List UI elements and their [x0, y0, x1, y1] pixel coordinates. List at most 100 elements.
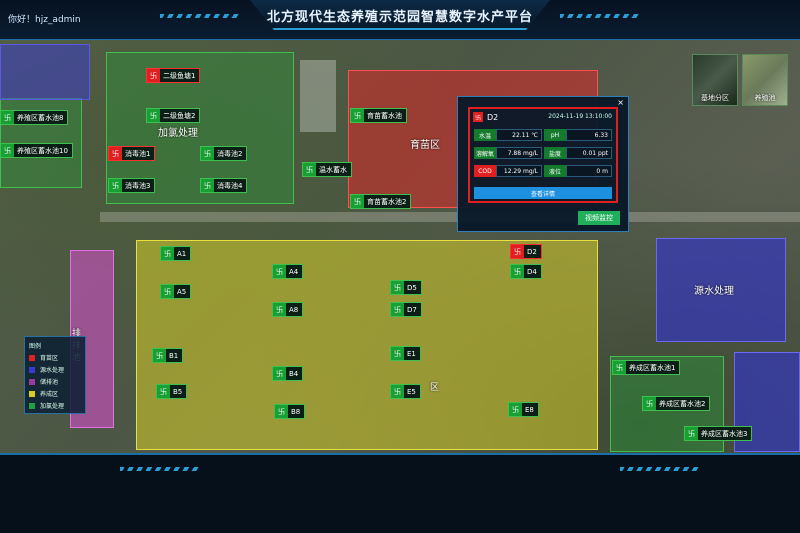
fish-icon: 卐 — [351, 195, 364, 208]
legend-item: 育苗区 — [29, 353, 81, 362]
page-title: 北方现代生态养殖示范园智慧数字水产平台 — [266, 10, 533, 25]
close-icon[interactable]: × — [617, 98, 624, 107]
pond-tag-label: A5 — [177, 287, 187, 296]
user-greeting[interactable]: 你好！hjz_admin — [8, 15, 81, 25]
metric-key: pH — [544, 129, 566, 141]
pond-tag[interactable]: 卐消毒池4 — [200, 178, 248, 193]
pond-tag-label: B5 — [173, 387, 183, 396]
pond-tag[interactable]: 卐养成区蓄水池3 — [684, 426, 753, 441]
metric-key: 水温 — [474, 129, 496, 141]
fish-icon: 卐 — [161, 247, 174, 260]
pond-thumbnail[interactable]: 养殖池 — [742, 54, 788, 106]
fish-icon: 卐 — [201, 179, 214, 192]
pond-tag[interactable]: 卐育苗蓄水池 — [350, 108, 407, 123]
chlorination-label: 加氯处理 — [158, 128, 198, 139]
pond-tag-label: A8 — [289, 305, 299, 314]
white-building — [300, 60, 336, 132]
legend-item-label: 养成区 — [40, 391, 59, 398]
map-legend: 图例 育苗区 源水处理 储排池 养成区 加氯处理 — [24, 336, 86, 414]
fish-icon: 卐 — [275, 405, 288, 418]
bottom-bar — [0, 453, 800, 533]
pond-tag[interactable]: 卐育苗蓄水池2 — [350, 194, 412, 209]
nursery-label: 育苗区 — [410, 140, 440, 151]
fish-icon: 卐 — [1, 144, 14, 157]
legend-swatch — [29, 378, 35, 385]
fish-icon: 卐 — [153, 349, 166, 362]
metric-value: 0.01 ppt — [566, 147, 612, 159]
popup-timestamp: 2024-11-19 13:10:00 — [548, 113, 612, 120]
pond-tag[interactable]: 卐温水蓄水 — [302, 162, 352, 177]
metric-value: 0 m — [566, 165, 612, 177]
pond-tag-label: D7 — [407, 305, 417, 314]
fish-icon: 卐 — [391, 303, 404, 316]
pond-tag[interactable]: 卐养殖区蓄水池8 — [0, 110, 69, 125]
base-zone-thumbnail[interactable]: 基地分区 — [692, 54, 738, 106]
pond-tag-label: E5 — [407, 387, 416, 396]
pond-tag[interactable]: 卐养殖区蓄水池10 — [0, 143, 73, 158]
pond-tag-label: 养殖区蓄水池10 — [17, 146, 68, 155]
fish-icon: 卐 — [643, 397, 656, 410]
pond-tag[interactable]: 卐消毒池3 — [108, 178, 156, 193]
fish-icon: 卐 — [511, 265, 524, 278]
pond-tag[interactable]: 卐消毒池1 — [108, 146, 156, 161]
pond-tag-label: A1 — [177, 249, 187, 258]
fish-icon: 卐 — [147, 69, 160, 82]
wastewater-zone[interactable] — [656, 238, 786, 342]
legend-item-label: 育苗区 — [40, 355, 59, 362]
title-plate — [250, 0, 550, 30]
pond-tag[interactable]: 卐二级鱼塘2 — [146, 108, 201, 123]
pond-tag-label: B1 — [169, 351, 179, 360]
fish-icon: 卐 — [473, 112, 483, 122]
pond-tag-label: B8 — [291, 407, 301, 416]
fish-icon: 卐 — [201, 147, 214, 160]
header-deco-left — [160, 14, 240, 18]
legend-item-label: 源水处理 — [40, 367, 65, 374]
legend-item-label: 储排池 — [40, 379, 59, 386]
pond-tag[interactable]: 卐二级鱼塘1 — [146, 68, 201, 83]
fish-icon: 卐 — [351, 109, 364, 122]
pond-tag-label: 育苗蓄水池 — [367, 111, 402, 120]
pond-tag-label: 消毒池2 — [217, 149, 243, 158]
video-monitor-button[interactable]: 视频监控 — [578, 211, 620, 225]
footer-deco-left — [120, 467, 200, 471]
pond-tag[interactable]: 卐养成区蓄水池2 — [642, 396, 711, 411]
pond-tag-label: 育苗蓄水池2 — [367, 197, 407, 206]
metric-key: 溶解氧 — [474, 147, 496, 159]
legend-item: 养成区 — [29, 389, 81, 398]
legend-title: 图例 — [29, 343, 42, 350]
legend-item: 加氯处理 — [29, 401, 81, 410]
fish-icon: 卐 — [509, 403, 522, 416]
pond-tag[interactable]: 卐养成区蓄水池1 — [612, 360, 681, 375]
pond-tag-label: 养成区蓄水池1 — [629, 363, 676, 372]
view-details-button[interactable]: 查看详情 — [474, 187, 612, 199]
pond-tag[interactable]: 卐消毒池2 — [200, 146, 248, 161]
fish-icon: 卐 — [613, 361, 626, 374]
fish-icon: 卐 — [109, 147, 122, 160]
metric-key: COD — [474, 165, 496, 177]
metric-value: 12.29 mg/L — [496, 165, 542, 177]
legend-item: 储排池 — [29, 377, 81, 386]
top-left-blue-zone[interactable] — [0, 44, 90, 100]
footer-deco-right — [620, 467, 700, 471]
pond-tag-label: D2 — [527, 247, 537, 256]
